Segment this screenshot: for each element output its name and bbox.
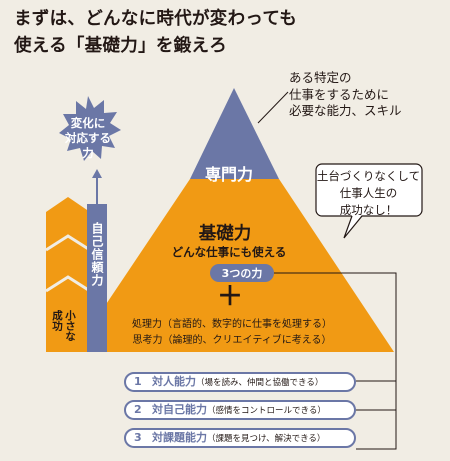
power-detail: （場を読み、仲間と協働できる） bbox=[196, 378, 324, 388]
thinking-power: 思考力（論理的、クリエイティブに考える） bbox=[132, 335, 332, 346]
power-detail: （感情をコントロールできる） bbox=[207, 406, 326, 416]
upward-arrow-head bbox=[92, 169, 102, 178]
callout-tail-edge bbox=[343, 215, 363, 239]
power-text: 対課題能力（課題を見つけ、解決できる） bbox=[152, 430, 325, 447]
stack-chevron-1 bbox=[45, 234, 91, 252]
change-power-label: 変化に 対応する 力 bbox=[55, 116, 121, 161]
power-text: 対人能力（場を読み、仲間と協働できる） bbox=[152, 374, 323, 391]
specialized-skill-label: 専門力 bbox=[204, 165, 253, 184]
pyramid-top bbox=[190, 88, 279, 179]
plus-sign: ＋ bbox=[216, 282, 243, 312]
change-power-burst bbox=[59, 96, 121, 161]
title-line-1: まずは、どんなに時代が変わっても bbox=[14, 9, 298, 29]
change-line-1: 変化に bbox=[70, 116, 106, 130]
small-success-col-1: 小さな bbox=[64, 310, 76, 342]
three-powers-label: 3つの力 bbox=[221, 267, 263, 280]
callout-line-1: 土台づくりなくして bbox=[316, 169, 421, 183]
power-text: 対自己能力（感情をコントロールできる） bbox=[152, 402, 326, 419]
power-name: 対自己能力 bbox=[152, 403, 207, 416]
small-success-col-2: 成功 bbox=[51, 310, 63, 331]
stack-chevron-2 bbox=[45, 275, 91, 293]
power-name: 対人能力 bbox=[152, 375, 196, 388]
callout-bubble bbox=[315, 163, 423, 217]
processing-thinking: 処理力（言語的、数字的に仕事を処理する） 思考力（論理的、クリエイティブに考える… bbox=[118, 317, 346, 349]
processing-power: 処理力（言語的、数字的に仕事を処理する） bbox=[132, 319, 332, 330]
power-name: 対課題能力 bbox=[152, 431, 207, 444]
change-line-2: 対応する bbox=[65, 131, 111, 145]
power-item-3: 3 対課題能力（課題を見つけ、解決できる） bbox=[124, 428, 356, 448]
skill-pointer-line bbox=[257, 91, 289, 124]
page-title: まずは、どんなに時代が変わっても 使える「基礎力」を鍛えろ bbox=[14, 6, 297, 60]
skill-note-line-3: 必要な能力、スキル bbox=[289, 103, 402, 118]
foundation-subtitle: どんな仕事にも使える bbox=[171, 245, 287, 259]
foundation-title: 基礎力 bbox=[198, 224, 252, 244]
callout-text: 土台づくりなくして 仕事人生の 成功なし！ bbox=[316, 168, 421, 219]
skill-note-line-2: 仕事をするために bbox=[289, 86, 390, 102]
self-confidence-bar bbox=[87, 204, 107, 352]
callout-line-2: 仕事人生の bbox=[339, 186, 398, 200]
power-number: 2 bbox=[134, 403, 142, 416]
three-powers-pill bbox=[210, 264, 274, 282]
skill-note-line-1: ある特定の bbox=[289, 70, 352, 85]
callout-line-3: 成功なし！ bbox=[339, 203, 398, 217]
power-item-2: 2 対自己能力（感情をコントロールできる） bbox=[124, 400, 356, 420]
skill-note: ある特定の 仕事をするために 必要な能力、スキル bbox=[289, 70, 402, 120]
power-number: 3 bbox=[134, 431, 142, 444]
power-detail: （課題を見つけ、解決できる） bbox=[207, 434, 326, 444]
power-item-1: 1 対人能力（場を読み、仲間と協働できる） bbox=[124, 372, 356, 392]
power-number: 1 bbox=[134, 375, 142, 388]
title-line-2: 使える「基礎力」を鍛えろ bbox=[14, 36, 228, 56]
change-line-3: 力 bbox=[82, 146, 94, 160]
small-success-stack bbox=[46, 197, 90, 352]
powers-bracket bbox=[274, 272, 397, 450]
self-confidence-label: 自己信頼力 bbox=[90, 222, 104, 287]
